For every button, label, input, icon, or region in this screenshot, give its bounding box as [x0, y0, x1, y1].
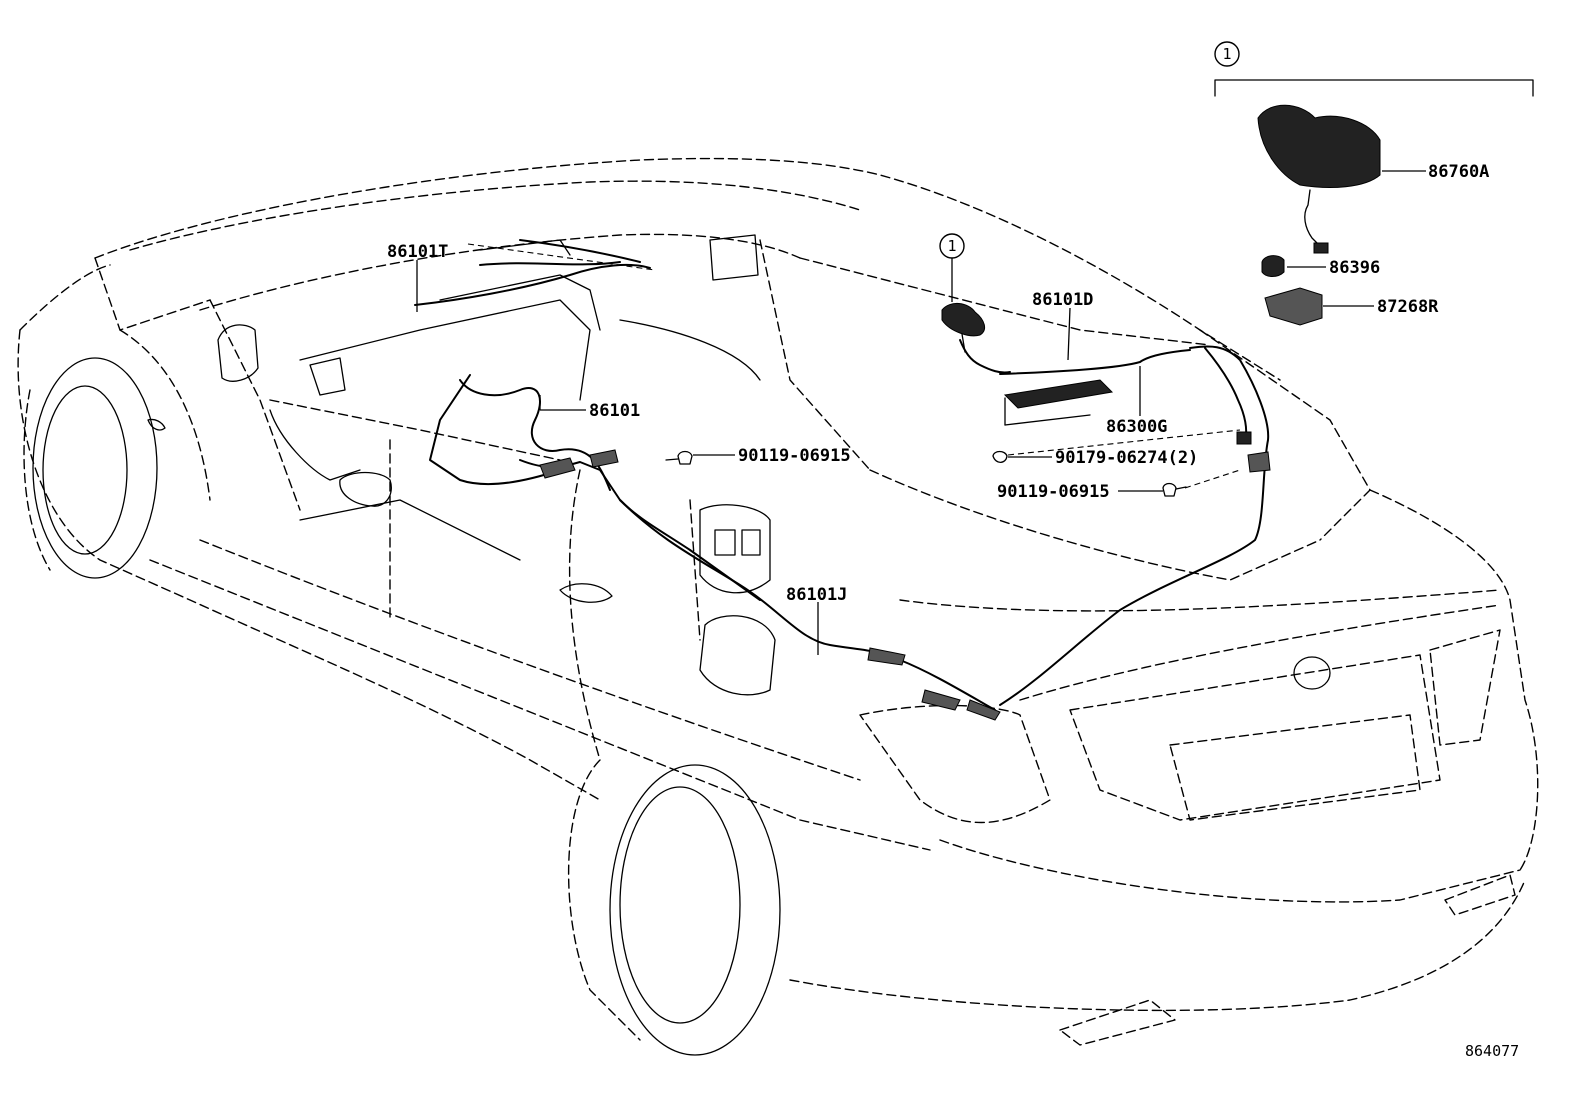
part-label-86101d: 86101D — [1032, 290, 1093, 310]
kit-callout-label: 1 — [1222, 45, 1231, 63]
part-label-86101t: 86101T — [387, 242, 448, 262]
part-label-86760a: 86760A — [1428, 162, 1489, 182]
clip — [992, 450, 1008, 464]
part-labels: 86760A 86396 87268R 86101D 86300G 90179-… — [387, 162, 1489, 605]
part-label-86396: 86396 — [1329, 258, 1380, 278]
wire-harnesses — [414, 239, 1271, 721]
part-label-90179-06274: 90179-06274(2) — [1055, 448, 1198, 468]
car-outline — [17, 157, 1539, 1056]
illustration-number: 864077 — [1465, 1042, 1519, 1060]
bracket — [1264, 287, 1323, 326]
screw-1 — [677, 450, 693, 465]
callout-kit-top: 1 — [1214, 41, 1240, 67]
screw-2 — [1162, 482, 1177, 497]
part-label-86101j: 86101J — [786, 585, 847, 605]
part-label-90119-06915-rear: 90119-06915 — [997, 482, 1110, 502]
part-label-90119-06915-front: 90119-06915 — [738, 446, 851, 466]
part-label-86101: 86101 — [589, 401, 640, 421]
roof-antenna-in-body — [941, 303, 986, 353]
antenna-kit-group — [1214, 79, 1534, 326]
grommet — [1261, 255, 1285, 277]
fasteners — [665, 450, 1187, 497]
part-label-86300g: 86300G — [1106, 417, 1167, 437]
leader-lines — [416, 170, 1426, 655]
part-label-87268r: 87268R — [1377, 297, 1439, 317]
shark-fin-antenna — [1257, 104, 1381, 189]
callout-kit-body: 1 — [939, 233, 965, 259]
kit-callout-label: 1 — [947, 237, 956, 255]
